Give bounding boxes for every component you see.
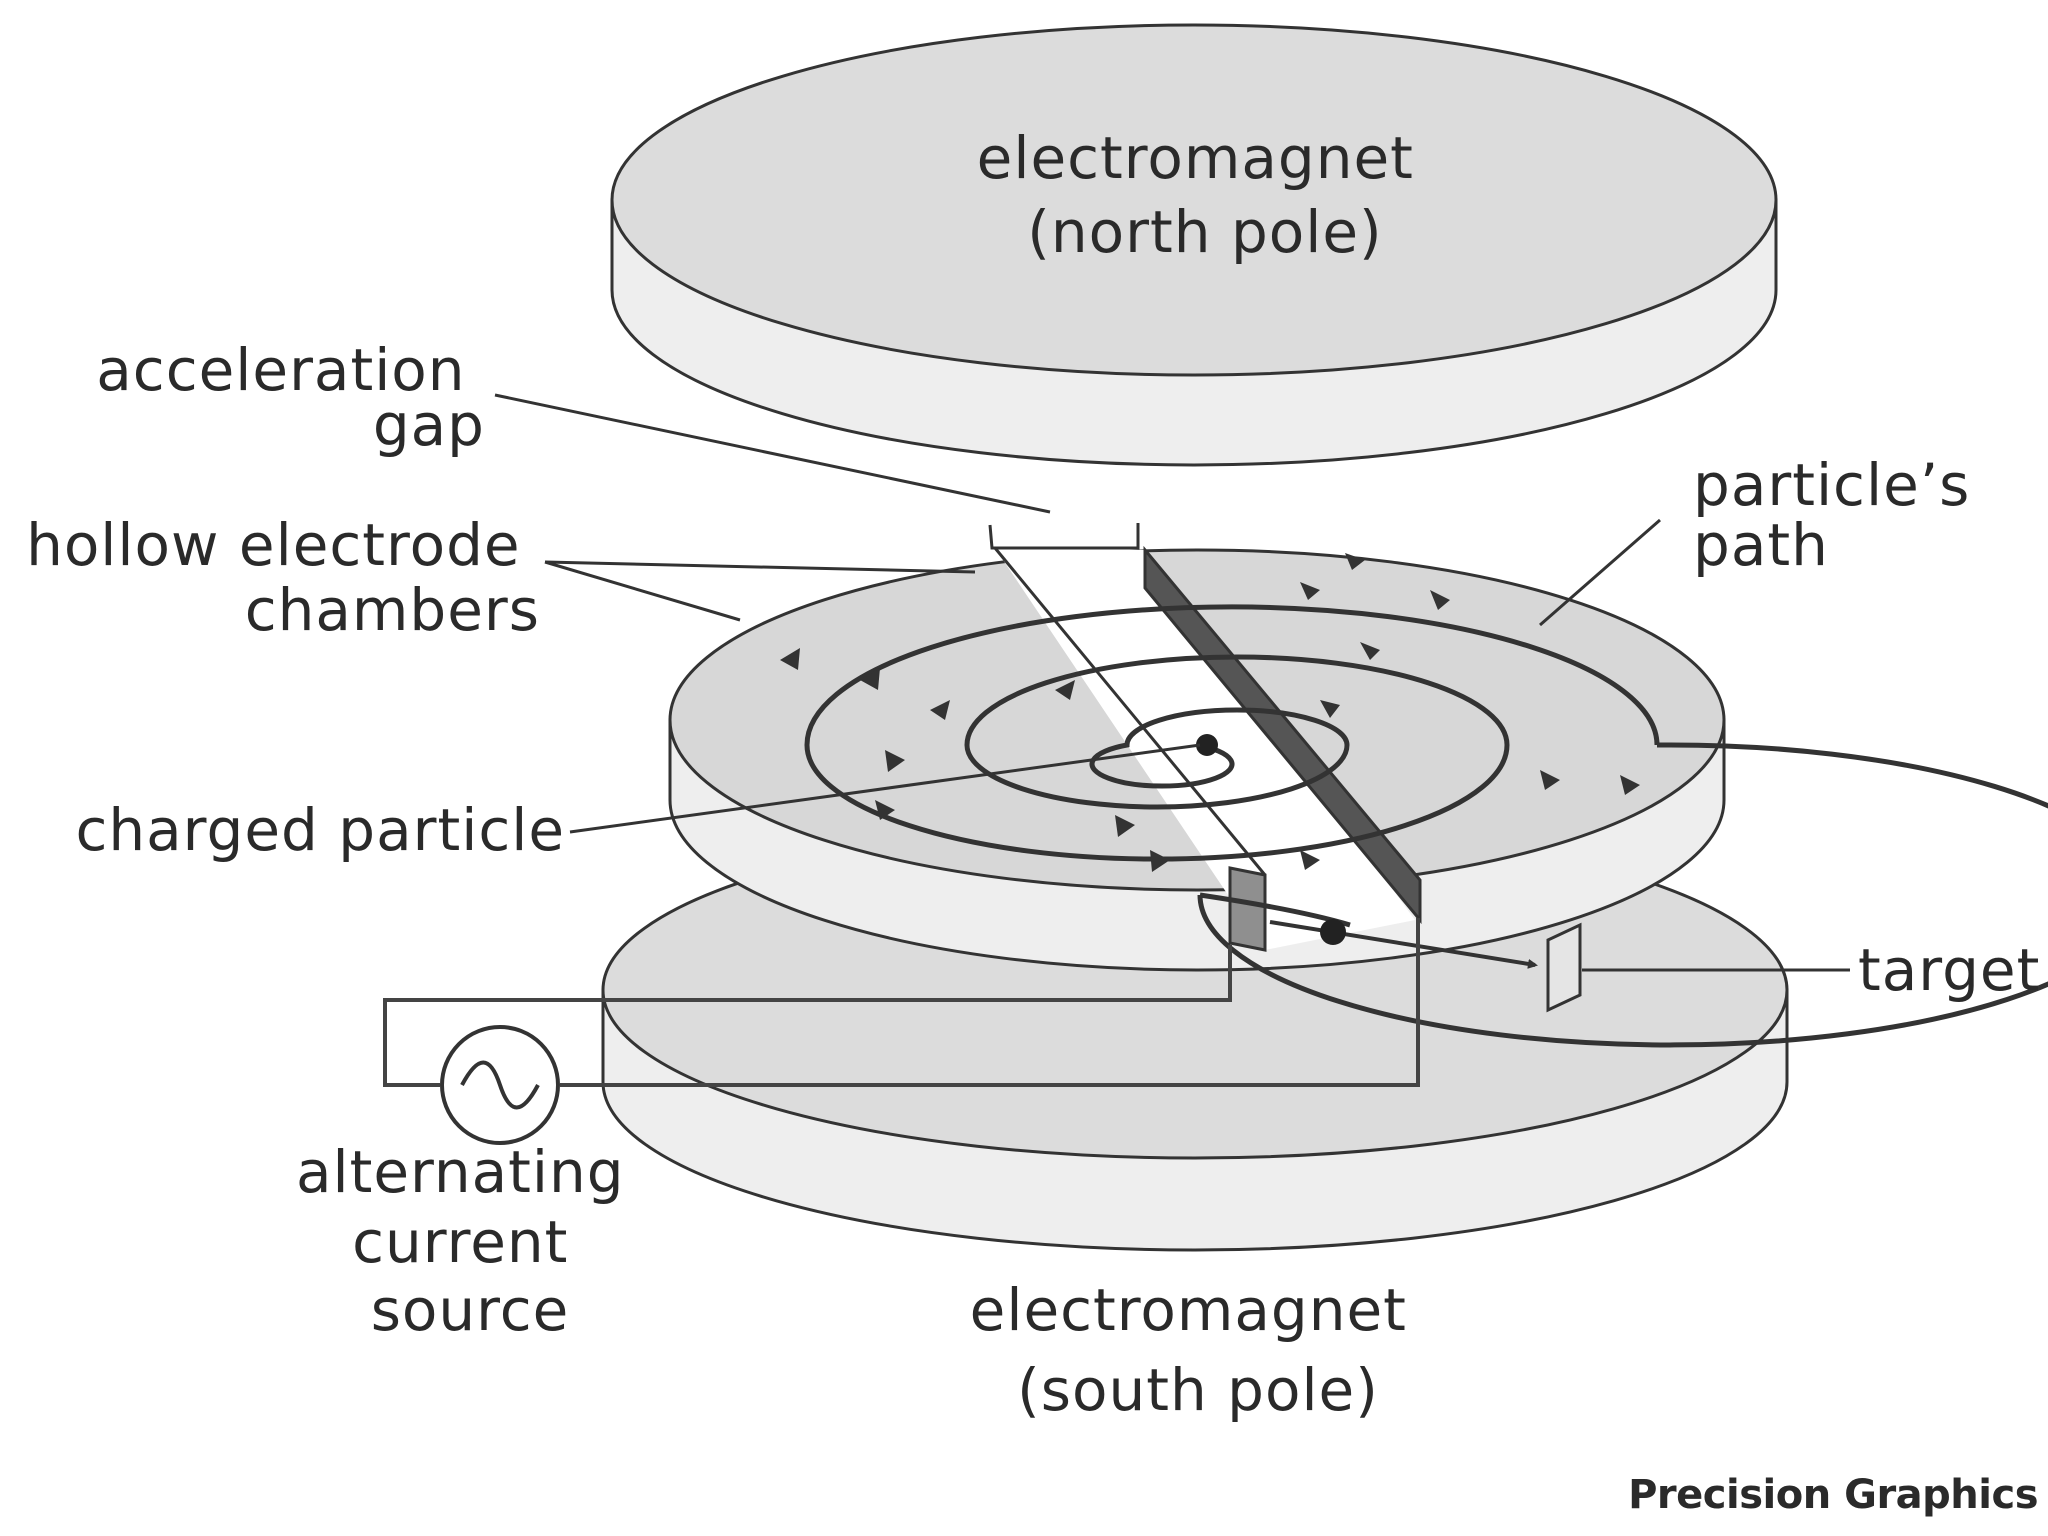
target-plate <box>1546 922 1582 1013</box>
acceleration-gap-leader <box>494 393 1051 514</box>
top-magnet-label: electromagnet (north pole) <box>977 124 1434 266</box>
hollow-electrode-leader-1 <box>544 560 976 574</box>
particle-spiral-path <box>804 604 2048 1048</box>
charged-particle-label: charged particle <box>75 796 565 864</box>
ac-wiring <box>383 918 1420 1087</box>
path-direction-arrows <box>780 553 1640 872</box>
leader-lines <box>494 393 1850 972</box>
hollow-electrode-label: hollow electrode chambers <box>26 511 540 644</box>
particles-path-label: particle’s path <box>1693 451 1990 579</box>
particles-path-leader <box>1539 518 1661 627</box>
acceleration-gap-label: acceleration gap <box>96 336 485 459</box>
exit-beam <box>1269 919 1538 969</box>
target-label: target <box>1858 936 2040 1004</box>
charged-particle-dot <box>1196 734 1218 756</box>
exiting-particle-dot <box>1320 919 1346 945</box>
ac-source-symbol <box>440 1025 560 1145</box>
ac-source-label: alternating current source <box>296 1138 644 1344</box>
bottom-magnet-label: electromagnet (south pole) <box>970 1276 1427 1424</box>
top-electromagnet <box>610 23 1778 467</box>
charged-particle-leader <box>569 743 1201 834</box>
hollow-electrode-leader-2 <box>544 560 741 622</box>
credit-label: Precision Graphics <box>1628 1472 2038 1518</box>
